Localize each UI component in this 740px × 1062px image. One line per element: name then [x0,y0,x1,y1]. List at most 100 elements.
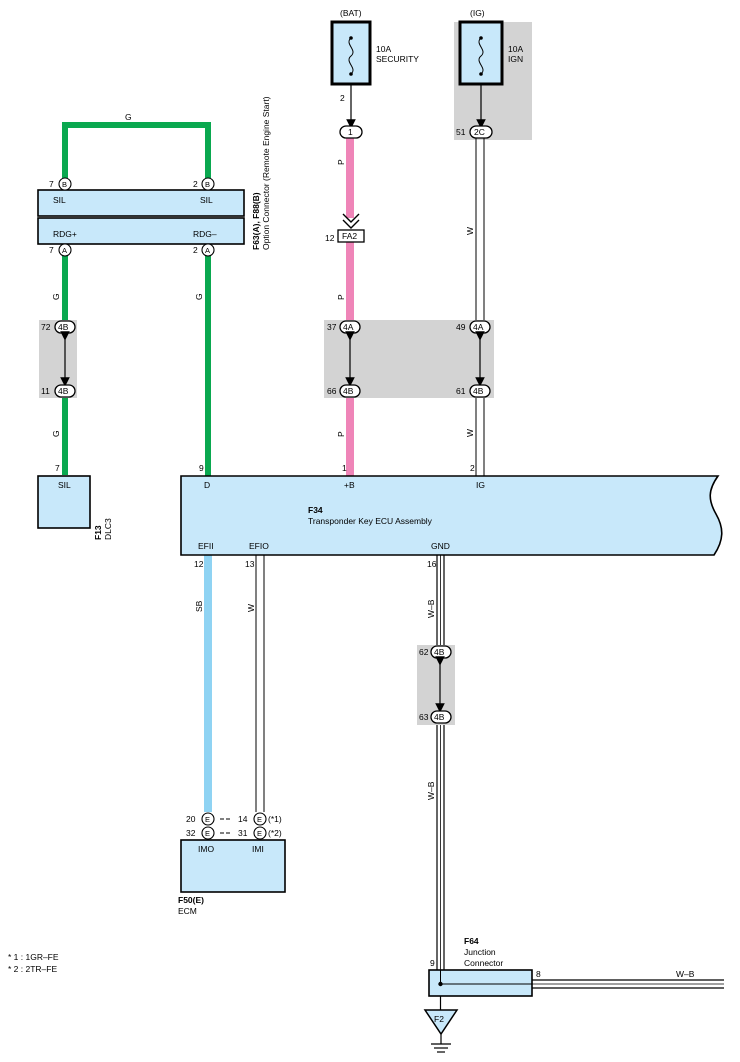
svg-text:16: 16 [427,559,437,569]
svg-text:+B: +B [344,480,355,490]
svg-text:F63(A), F88(B): F63(A), F88(B) [251,192,261,250]
svg-text:FA2: FA2 [342,231,357,241]
svg-text:9: 9 [430,958,435,968]
svg-text:RDG–: RDG– [193,229,217,239]
inline-connector-fa2: 12 FA2 [325,213,365,243]
option-connector-f63-f88: SIL SIL RDG+ RDG– 7 B 2 B 7 A 2 A F63(A)… [37,96,271,257]
splice-4a-white: 49 4A 61 4B [456,320,491,398]
svg-text:Junction: Junction [464,947,496,957]
svg-text:B: B [205,180,210,189]
svg-text:2: 2 [340,93,345,103]
svg-text:SECURITY: SECURITY [376,54,419,64]
svg-text:Transponder Key ECU Assembly: Transponder Key ECU Assembly [308,516,433,526]
svg-text:4A: 4A [473,322,484,332]
footnote-1: * 1 : 1GR–FE [8,952,59,962]
wire-label-g-left-2: G [51,430,61,437]
fuse-security: (BAT) 10A SECURITY 2 [330,8,419,129]
svg-text:7: 7 [49,179,54,189]
svg-text:8: 8 [536,969,541,979]
inline-connector-1: 1 [339,125,363,139]
wire-label-p-1: P [336,159,346,165]
svg-text:(*2): (*2) [268,828,282,838]
wire-label-wb-1: W–B [426,599,436,618]
svg-text:D: D [204,480,210,490]
svg-text:F64: F64 [464,936,479,946]
svg-text:2: 2 [470,463,475,473]
wire-wb-gnd [436,555,445,970]
wire-w-ig [475,138,485,476]
fuse-ign: (IG) 10A IGN [458,8,523,129]
svg-text:4A: 4A [343,322,354,332]
splice-left-4b: 72 4B 11 4B [41,320,76,398]
wire-g-loop [62,122,211,178]
svg-text:2: 2 [193,179,198,189]
wire-label-w-1: W [465,227,475,235]
svg-text:F34: F34 [308,505,323,515]
wire-label-g-left-1: G [51,293,61,300]
svg-text:EFIO: EFIO [249,541,269,551]
svg-text:IGN: IGN [508,54,523,64]
svg-text:72: 72 [41,322,51,332]
wire-label-w-2: W [465,429,475,437]
footnote-2: * 2 : 2TR–FE [8,964,57,974]
svg-text:4B: 4B [473,386,484,396]
svg-text:E: E [205,815,210,824]
svg-text:9: 9 [199,463,204,473]
wire-label-g-right: G [194,293,204,300]
wire-w-efio [255,555,265,812]
wire-wb-out [532,979,724,989]
svg-text:12: 12 [194,559,204,569]
wire-label-w-efio: W [246,604,256,612]
splice-4b-ground: 62 4B 63 4B [419,645,452,724]
svg-text:13: 13 [245,559,255,569]
svg-text:62: 62 [419,647,429,657]
svg-text:B: B [62,180,67,189]
svg-text:IG: IG [476,480,485,490]
ground-f2: F2 [423,1009,459,1053]
svg-text:1: 1 [348,127,353,137]
svg-text:4B: 4B [58,322,69,332]
svg-text:2C: 2C [474,127,485,137]
svg-text:A: A [205,246,210,255]
svg-text:14: 14 [238,814,248,824]
svg-text:A: A [62,246,67,255]
svg-text:RDG+: RDG+ [53,229,77,239]
svg-text:ECM: ECM [178,906,197,916]
svg-text:E: E [205,829,210,838]
wire-label-wb-2: W–B [426,781,436,800]
svg-text:DLC3: DLC3 [103,518,113,540]
svg-text:(*1): (*1) [268,814,282,824]
svg-text:7: 7 [49,245,54,255]
svg-text:F50(E): F50(E) [178,895,204,905]
svg-text:SIL: SIL [200,195,213,205]
svg-text:F13: F13 [93,525,103,540]
svg-text:E: E [257,815,262,824]
junction-connector-f64: F64 Junction Connector 9 8 [428,936,541,1010]
wire-label-p-3: P [336,431,346,437]
svg-text:11: 11 [41,386,50,396]
svg-text:Option Connector (Remote Engin: Option Connector (Remote Engine Start) [261,96,271,250]
connector-f13-dlc3: 7 SIL F13 DLC3 [37,463,113,540]
svg-text:(BAT): (BAT) [340,8,362,18]
svg-text:IMO: IMO [198,844,214,854]
svg-text:4B: 4B [434,712,445,722]
svg-text:51: 51 [456,127,466,137]
svg-text:EFII: EFII [198,541,214,551]
svg-text:1: 1 [342,463,347,473]
inline-connector-2c: 51 2C [456,125,493,139]
svg-text:10A: 10A [508,44,523,54]
svg-text:SIL: SIL [58,480,71,490]
ecm-f50: 20 E 32 E 14 E (*1) 31 E (*2) IMO IMI F5… [178,812,286,916]
svg-text:66: 66 [327,386,337,396]
svg-text:F2: F2 [434,1014,444,1024]
svg-text:(IG): (IG) [470,8,485,18]
svg-text:32: 32 [186,828,196,838]
svg-text:GND: GND [431,541,450,551]
svg-text:2: 2 [193,245,198,255]
wire-label-g-top: G [125,112,132,122]
svg-text:4B: 4B [434,647,445,657]
svg-text:Connector: Connector [464,958,503,968]
svg-text:SIL: SIL [53,195,66,205]
svg-text:37: 37 [327,322,337,332]
